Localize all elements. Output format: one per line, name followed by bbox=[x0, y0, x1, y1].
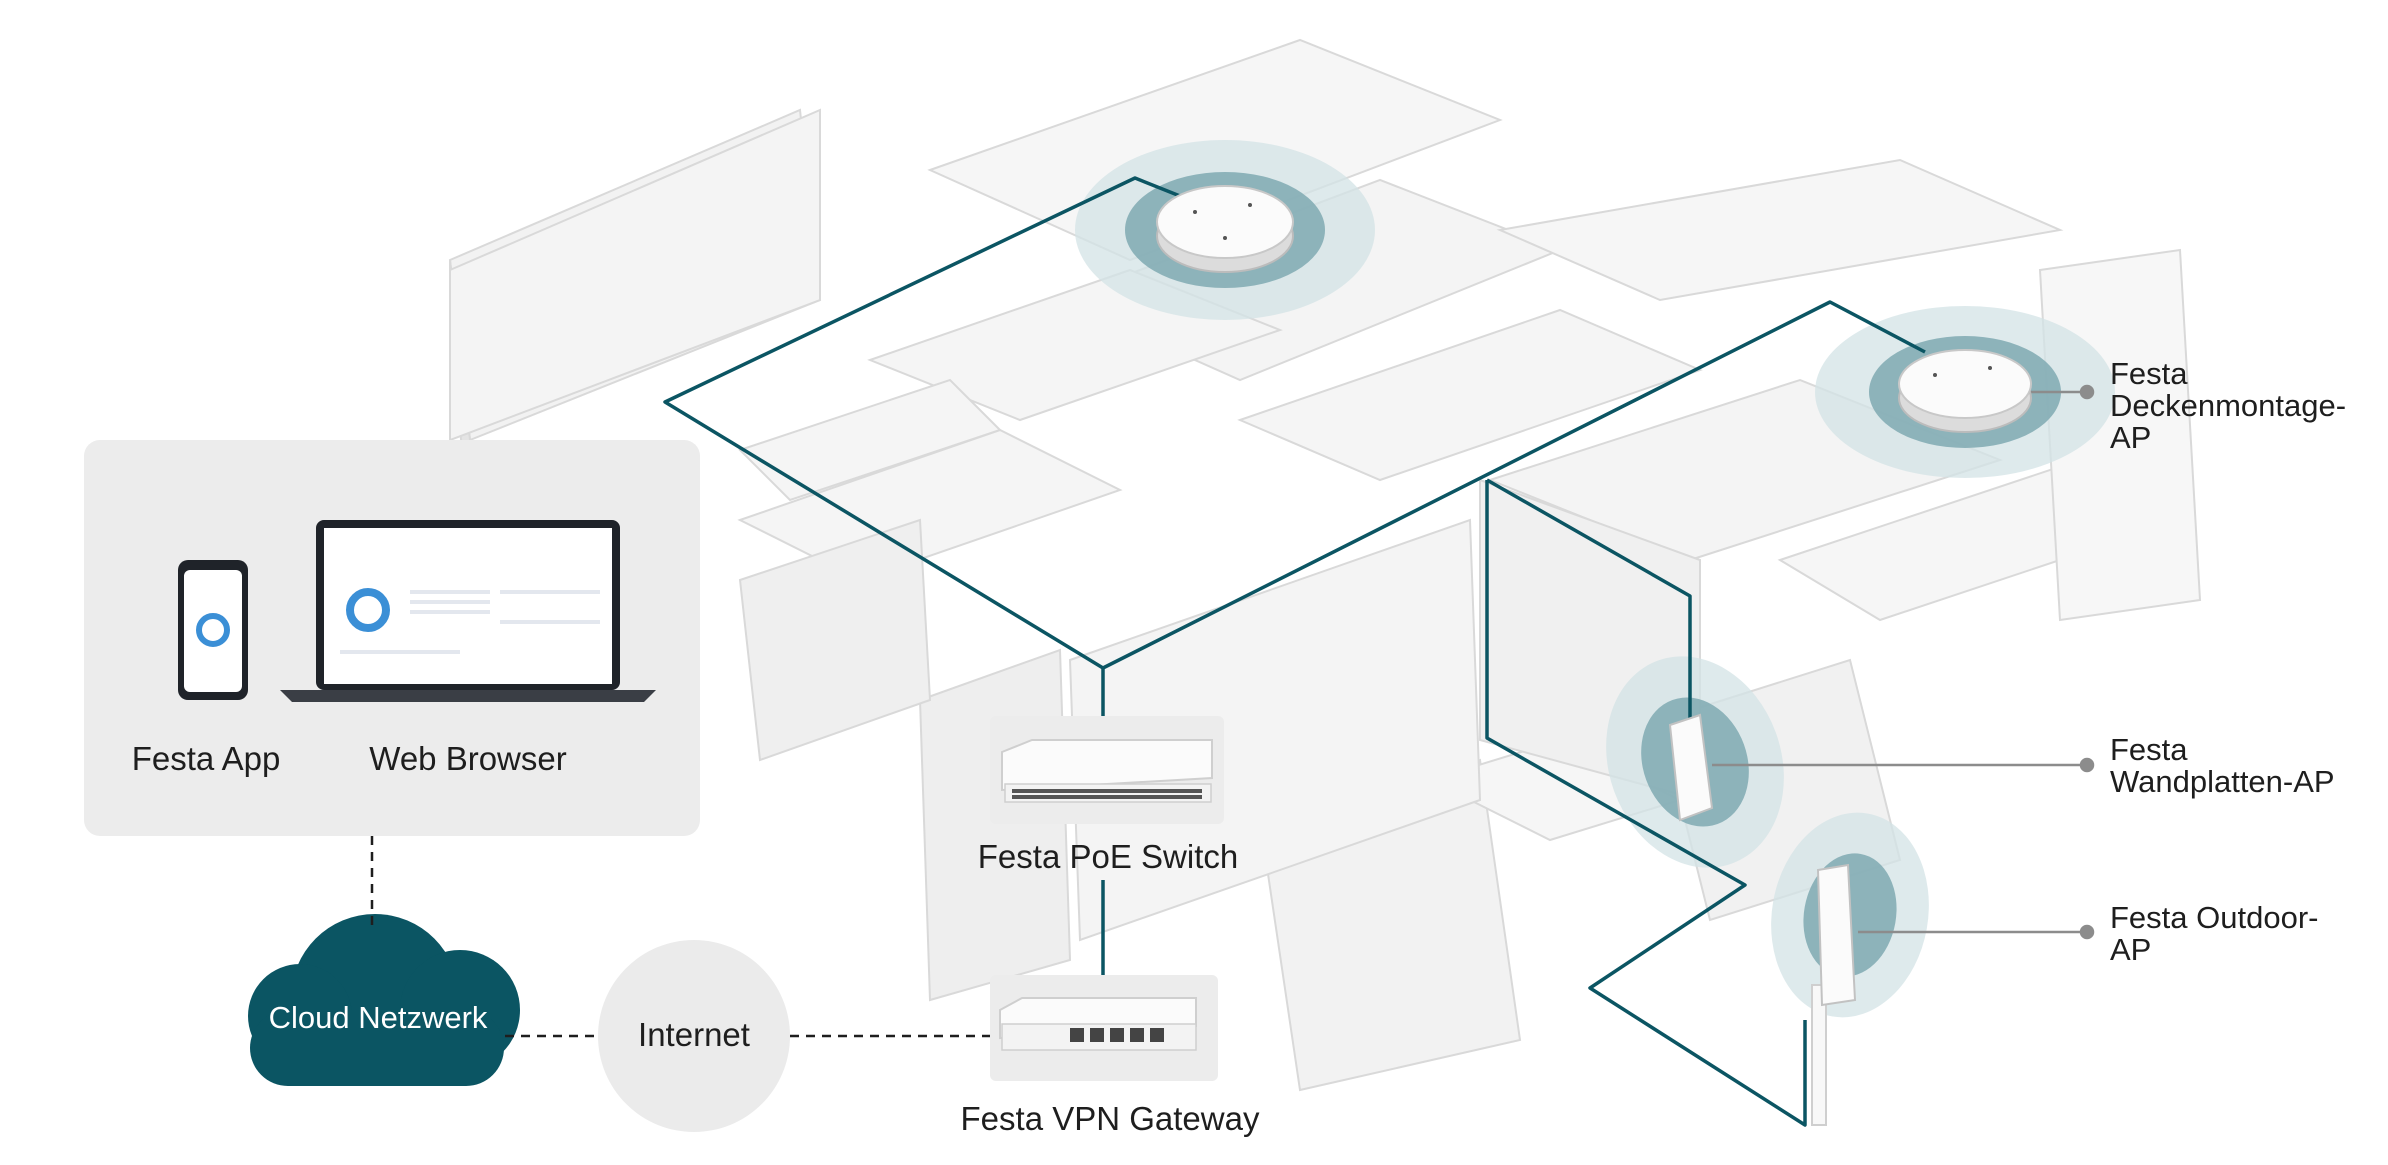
outdoor-ap-device bbox=[1811, 863, 1857, 1126]
ceiling-ap-right-device bbox=[1898, 349, 2032, 433]
poe-switch-device bbox=[990, 716, 1224, 824]
client-devices-panel bbox=[84, 440, 700, 836]
outdoor-ap-label: Festa Outdoor- AP bbox=[2110, 900, 2319, 967]
left-cabinets bbox=[449, 108, 821, 442]
vpn-gateway-label: Festa VPN Gateway bbox=[960, 1100, 1260, 1137]
internet-circle bbox=[598, 940, 790, 1132]
leader-lines bbox=[1712, 384, 2095, 940]
cloud-network-label: Cloud Netzwerk bbox=[268, 1000, 488, 1035]
office-furniture bbox=[448, 38, 2202, 1092]
network-cabling bbox=[663, 176, 1926, 1127]
poe-switch-label: Festa PoE Switch bbox=[977, 838, 1239, 875]
ceiling-ap-label: Festa Deckenmontage- AP bbox=[2110, 356, 2347, 455]
festa-app-label: Festa App bbox=[131, 740, 281, 777]
internet-label: Internet bbox=[638, 1016, 750, 1053]
wall-ap-device bbox=[1668, 713, 1714, 822]
ceiling-ap-top-device bbox=[1156, 185, 1294, 273]
cloud-network-shape bbox=[248, 914, 520, 1086]
vpn-gateway-device bbox=[990, 975, 1218, 1081]
dashed-connectors bbox=[370, 836, 990, 1038]
wall-ap-label: Festa Wandplatten-AP bbox=[2110, 732, 2335, 799]
web-browser-label: Web Browser bbox=[369, 740, 567, 777]
